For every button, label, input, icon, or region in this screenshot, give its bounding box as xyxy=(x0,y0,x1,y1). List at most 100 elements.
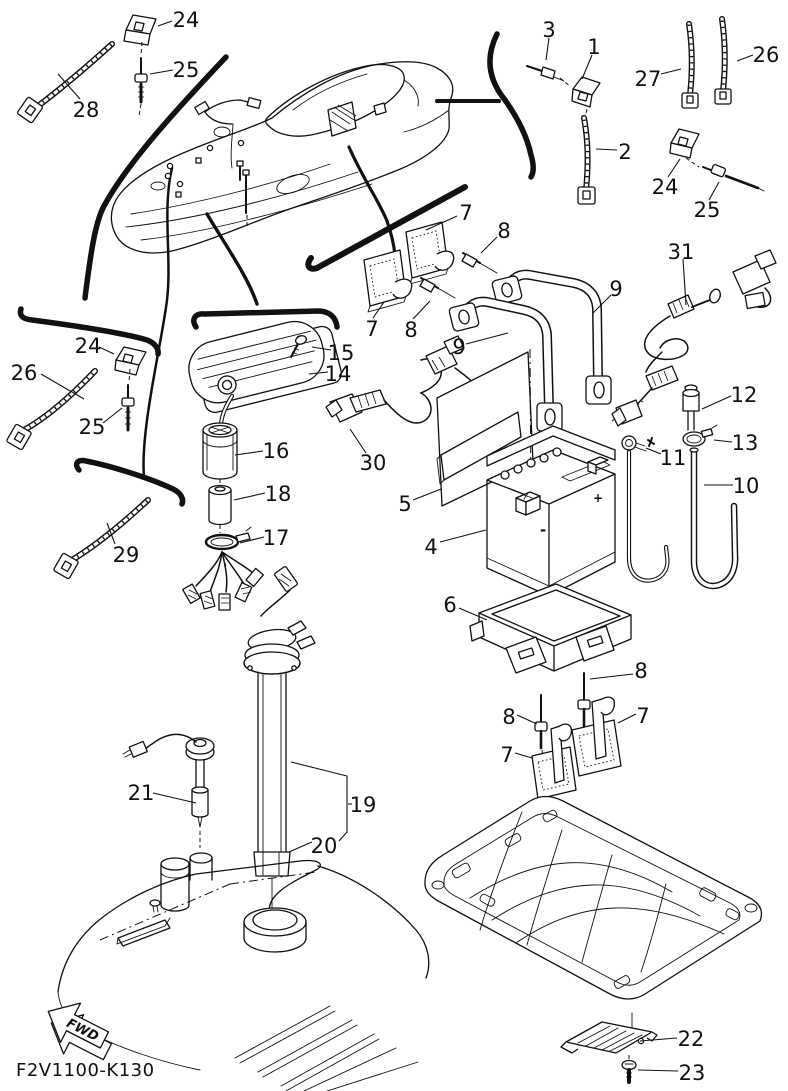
part-joint-12 xyxy=(682,384,700,431)
part-callout-7: 7 xyxy=(459,201,472,225)
leader-line-8 xyxy=(412,300,431,320)
part-callout-13: 13 xyxy=(732,431,759,455)
part-callout-19: 19 xyxy=(350,793,377,817)
leader-line-11 xyxy=(645,447,662,455)
part-callout-24: 24 xyxy=(75,334,102,358)
part-callout-21: 21 xyxy=(128,781,155,805)
part-callout-9: 9 xyxy=(609,277,622,301)
part-rivet-8-upper xyxy=(419,252,498,299)
leader-line-31 xyxy=(682,258,687,306)
part-cable-tie-26-topright xyxy=(714,16,732,105)
leader-line-2 xyxy=(595,148,618,151)
part-callout-8: 8 xyxy=(634,659,647,683)
part-cable-tie-2 xyxy=(577,115,596,205)
part-battery-tray-6 xyxy=(469,583,632,674)
part-cable-tie-27 xyxy=(681,21,699,109)
part-callout-7: 7 xyxy=(365,317,378,341)
leader-line-16 xyxy=(234,450,264,456)
leader-line-23 xyxy=(637,1069,679,1072)
leader-line-24 xyxy=(157,20,173,27)
part-callout-4: 4 xyxy=(424,535,437,559)
leader-line-25 xyxy=(708,181,720,201)
bracket-19-leader xyxy=(290,761,348,842)
leader-line-27 xyxy=(660,68,682,75)
leader-line-24 xyxy=(667,158,681,178)
part-callout-2: 2 xyxy=(618,140,631,164)
part-callout-17: 17 xyxy=(263,526,290,550)
part-callout-8: 8 xyxy=(497,219,510,243)
leader-line-5 xyxy=(412,488,442,501)
part-callout-7: 7 xyxy=(636,704,649,728)
part-rectifier-unit-14 xyxy=(188,320,343,414)
part-callout-8: 8 xyxy=(404,318,417,342)
part-fuel-pump-19 xyxy=(243,566,316,917)
leader-line-1 xyxy=(581,54,593,80)
part-callout-27: 27 xyxy=(635,67,662,91)
callout-leader-lines xyxy=(40,20,754,1072)
leader-swooshes xyxy=(17,31,536,507)
part-callout-18: 18 xyxy=(265,482,292,506)
part-callout-9: 9 xyxy=(452,335,465,359)
part-callout-6: 6 xyxy=(443,593,456,617)
part-callout-24: 24 xyxy=(652,175,679,199)
part-callout-11: 11 xyxy=(660,446,687,470)
part-grate-22 xyxy=(560,1021,658,1054)
leader-line-7 xyxy=(425,215,458,231)
part-hose-10 xyxy=(689,447,739,590)
wire-14-to-16 xyxy=(218,393,235,427)
part-screw-23 xyxy=(621,1055,637,1084)
leader-line-24 xyxy=(98,346,115,355)
part-cable-tie-29 xyxy=(53,497,151,580)
centerline-battery xyxy=(529,348,532,506)
part-callout-7: 7 xyxy=(500,743,513,767)
hull-liner-mat xyxy=(424,795,763,1037)
part-callout-5: 5 xyxy=(398,492,411,516)
leader-line-13 xyxy=(713,439,733,443)
part-damper-pad-5 xyxy=(436,351,534,507)
leader-line-3 xyxy=(545,37,550,61)
part-cable-assembly-31 xyxy=(611,249,777,427)
part-callout-20: 20 xyxy=(311,834,338,858)
leader-line-29 xyxy=(106,522,116,545)
leader-line-25 xyxy=(149,69,174,75)
leader-line-9 xyxy=(592,294,612,314)
leader-line-25 xyxy=(102,407,123,424)
tank-opening xyxy=(243,907,307,953)
leader-line-20 xyxy=(288,841,313,853)
part-spacer-18 xyxy=(208,479,232,533)
part-callout-30: 30 xyxy=(360,451,387,475)
part-callout-28: 28 xyxy=(73,98,100,122)
part-callout-26: 26 xyxy=(11,361,38,385)
leader-line-7 xyxy=(514,752,533,759)
leader-line-26 xyxy=(40,373,85,400)
part-cable-tie-26-midleft xyxy=(6,368,98,451)
leader-line-21 xyxy=(152,792,197,804)
part-battery-band-9 xyxy=(448,269,612,432)
leader-line-8 xyxy=(516,714,538,725)
breather-tube xyxy=(626,449,670,583)
leader-line-4 xyxy=(439,529,487,543)
part-callout-12: 12 xyxy=(731,383,758,407)
part-screw-15 xyxy=(290,335,307,358)
part-callout-23: 23 xyxy=(679,1061,706,1085)
diagram-code: F2V1100-K130 xyxy=(16,1060,155,1081)
part-rivet-8-lower xyxy=(534,672,591,759)
part-clip-1 xyxy=(559,76,601,120)
part-callout-16: 16 xyxy=(263,439,290,463)
part-callout-25: 25 xyxy=(173,58,200,82)
leader-line-17 xyxy=(239,536,265,544)
leader-line-12 xyxy=(701,395,732,410)
part-callout-31: 31 xyxy=(668,240,695,264)
harness-connectors xyxy=(182,551,264,611)
leader-line-8 xyxy=(480,236,498,254)
battery-terminal xyxy=(515,456,609,516)
fuel-tank xyxy=(57,852,430,1091)
leader-line-15 xyxy=(311,346,332,351)
part-hose-clamp-13 xyxy=(682,424,718,447)
part-callout-14: 14 xyxy=(325,362,352,386)
part-clip-nut-24-midleft xyxy=(114,346,147,376)
part-callout-15: 15 xyxy=(328,341,355,365)
